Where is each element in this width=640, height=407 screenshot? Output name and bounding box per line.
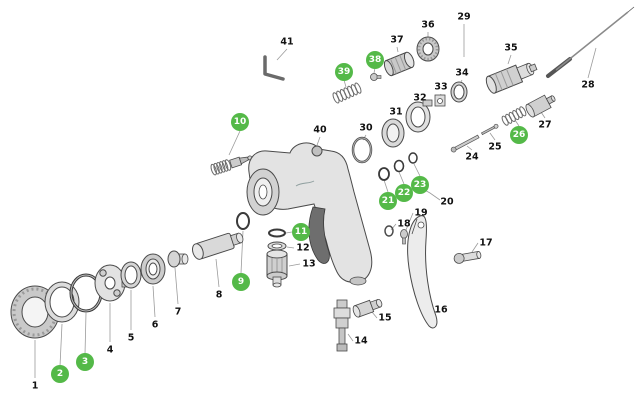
brand-mark — [295, 180, 315, 187]
part-label-40: 40 — [313, 124, 327, 136]
part-label-13: 13 — [302, 258, 316, 270]
part-37-valve-bushing — [383, 51, 415, 77]
part-label-24: 24 — [465, 151, 479, 163]
part-label-29: 29 — [457, 11, 471, 23]
part-label-7: 7 — [174, 306, 182, 318]
part-30-seal-ring — [351, 136, 373, 164]
part-label-11: 11 — [292, 223, 310, 241]
part-label-34: 34 — [455, 67, 469, 79]
part-label-26: 26 — [510, 126, 528, 144]
part-40-gun-body — [246, 142, 373, 286]
part-12-washer — [267, 241, 287, 251]
part-label-12: 12 — [296, 242, 310, 254]
part-8-fluid-nozzle — [192, 232, 244, 260]
part-label-17: 17 — [479, 237, 493, 249]
part-11-o-ring — [268, 228, 286, 238]
part-label-4: 4 — [106, 344, 114, 356]
part-10-spring-valve-set — [210, 155, 253, 176]
part-label-14: 14 — [354, 335, 368, 347]
part-35-spindle-assembly — [485, 62, 538, 94]
part-14-valve-assembly — [333, 299, 351, 352]
part-16-trigger — [407, 215, 438, 329]
part-label-9: 9 — [232, 273, 250, 291]
part-label-16: 16 — [434, 304, 448, 316]
part-label-15: 15 — [378, 312, 392, 324]
part-label-25: 25 — [488, 141, 502, 153]
part-label-3: 3 — [76, 353, 94, 371]
part-label-32: 32 — [413, 92, 427, 104]
part-18-seal — [384, 225, 394, 237]
part-label-5: 5 — [127, 332, 135, 344]
part-25-needle-pin — [480, 123, 499, 136]
part-label-30: 30 — [359, 122, 373, 134]
part-label-37: 37 — [390, 34, 404, 46]
part-34-seal-ring — [450, 81, 468, 103]
part-5-sealing-ring — [120, 261, 142, 289]
part-23-o-ring — [408, 152, 418, 164]
part-label-39: 39 — [335, 63, 353, 81]
part-label-19: 19 — [414, 207, 428, 219]
part-label-38: 38 — [366, 51, 384, 69]
gun-trigger-on-body — [308, 206, 330, 264]
part-label-21: 21 — [379, 192, 397, 210]
part-41-allen-key — [263, 55, 285, 81]
part-19-valve-insert — [400, 229, 408, 245]
part-28-paint-needle — [546, 6, 635, 78]
part-15-fitting — [352, 298, 383, 318]
part-31-retaining-ring — [381, 118, 405, 148]
part-label-28: 28 — [581, 79, 595, 91]
part-label-35: 35 — [504, 42, 518, 54]
part-label-2: 2 — [51, 365, 69, 383]
part-label-31: 31 — [389, 106, 403, 118]
part-17-trigger-pin — [453, 251, 482, 264]
part-label-33: 33 — [434, 81, 448, 93]
part-label-1: 1 — [31, 380, 39, 392]
part-label-41: 41 — [280, 36, 294, 48]
part-27-adjustment-cap — [525, 94, 556, 118]
part-26-needle-spring — [501, 106, 527, 126]
part-13-fluid-valve — [266, 249, 288, 288]
part-label-22: 22 — [395, 184, 413, 202]
part-label-18: 18 — [397, 218, 411, 230]
part-39-spring — [332, 82, 362, 104]
part-label-6: 6 — [151, 319, 159, 331]
part-label-36: 36 — [421, 19, 435, 31]
part-36-knurled-nut — [416, 36, 440, 62]
part-label-8: 8 — [215, 289, 223, 301]
part-32-air-distribution-ring — [405, 99, 433, 133]
part-6-nozzle-ring — [140, 253, 166, 285]
part-21-o-ring — [378, 167, 390, 181]
part-33-clip — [434, 94, 446, 107]
part-24-needle-rod — [450, 134, 480, 153]
part-label-10: 10 — [231, 113, 249, 131]
part-38-screw — [370, 73, 382, 81]
part-label-20: 20 — [440, 196, 454, 208]
part-label-23: 23 — [411, 176, 429, 194]
part-9-o-ring — [236, 212, 250, 230]
part-22-o-ring — [393, 159, 405, 173]
part-7-nozzle-tip — [167, 250, 189, 268]
part-label-27: 27 — [538, 119, 552, 131]
